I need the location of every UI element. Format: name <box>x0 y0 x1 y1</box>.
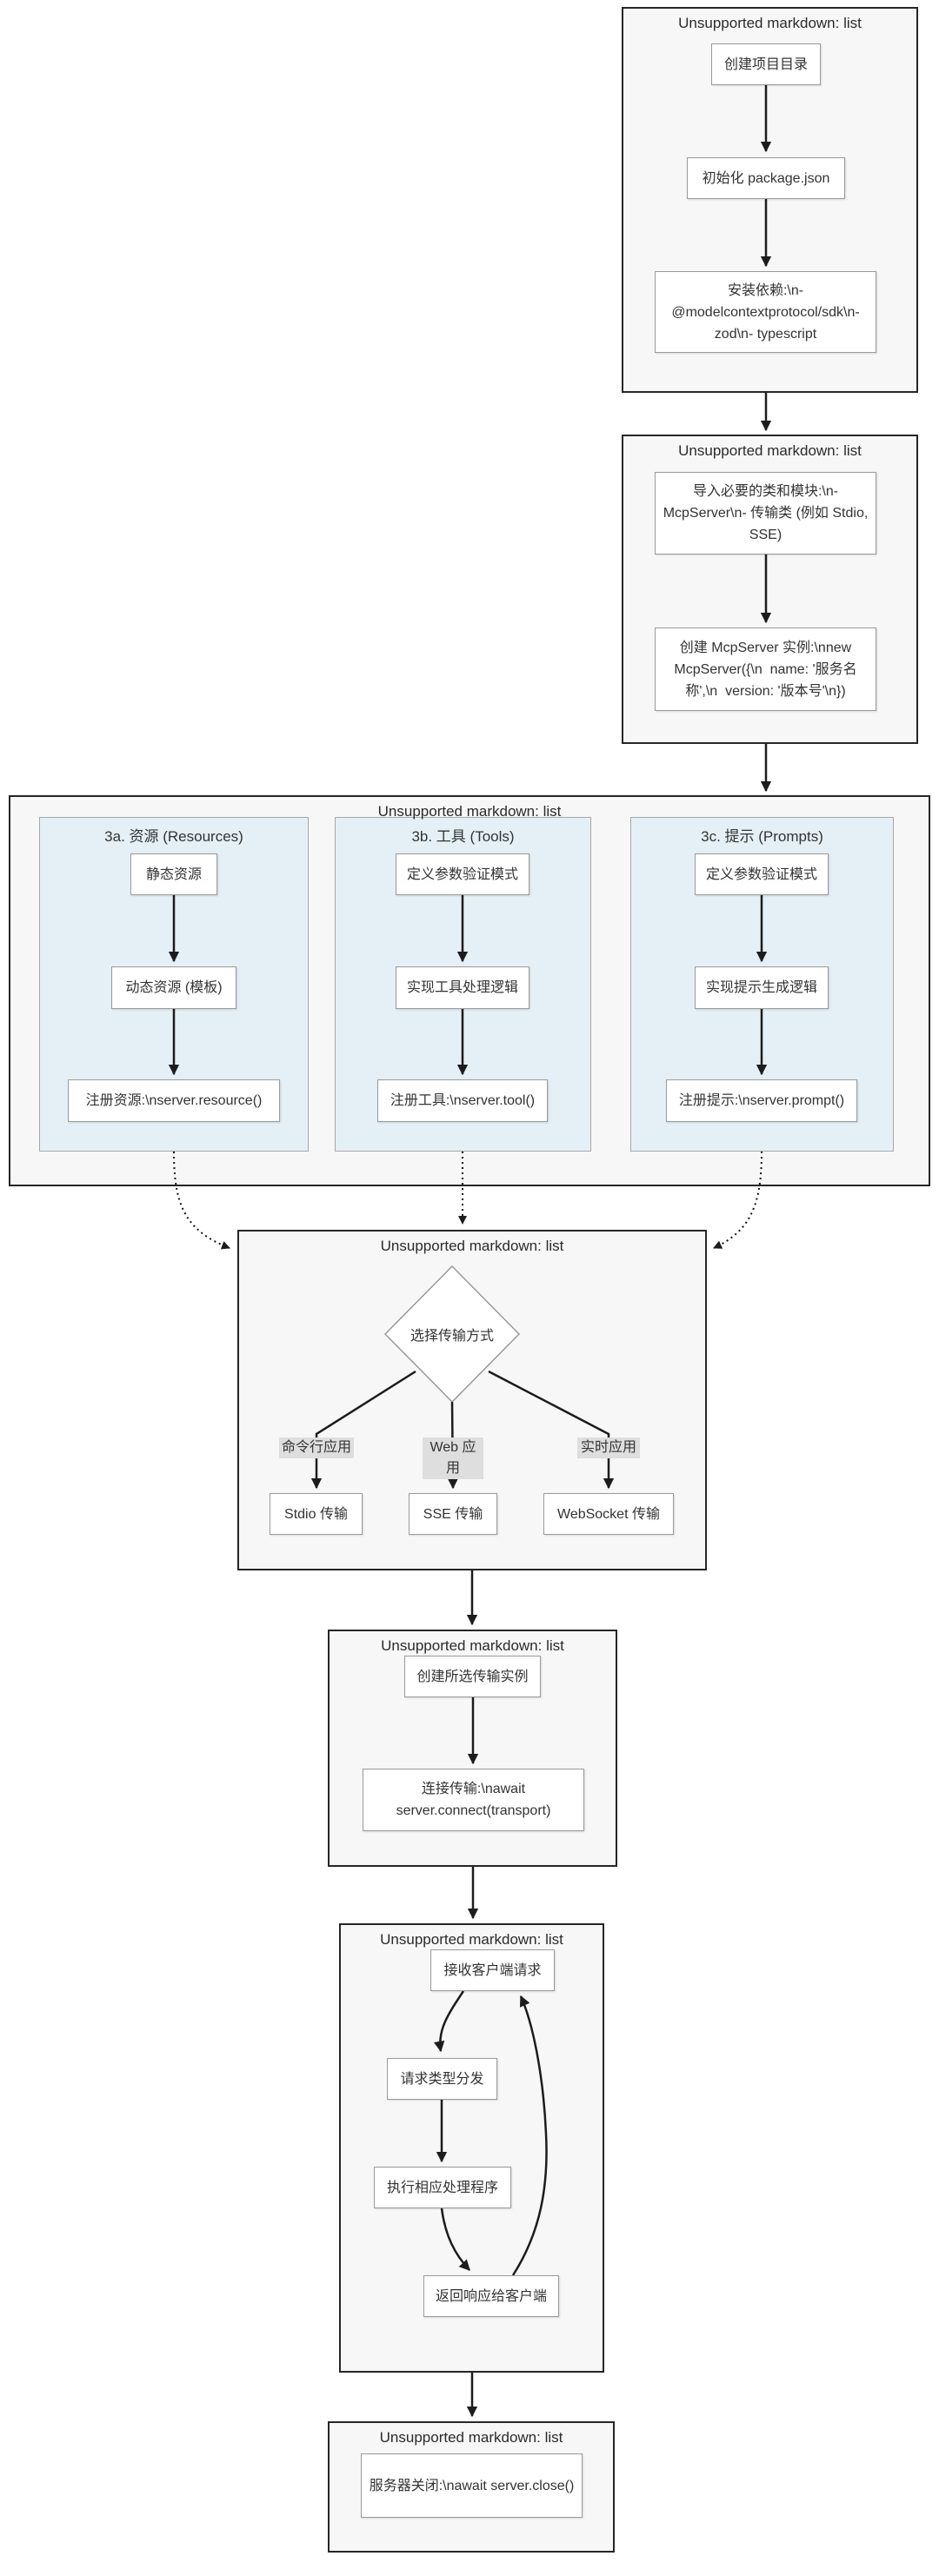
edge-label-cli-app: 命令行应用 <box>279 1437 354 1458</box>
node-dispatch-request-type: 请求类型分发 <box>387 2058 497 2100</box>
node-define-param-schema-prompts: 定义参数验证模式 <box>695 853 829 895</box>
node-create-project-dir: 创建项目目录 <box>711 43 821 85</box>
edge-label-realtime-app: 实时应用 <box>577 1437 640 1458</box>
node-install-dependencies: 安装依赖:\n- @modelcontextprotocol/sdk\n- zo… <box>655 271 876 353</box>
node-connect-transport: 连接传输:\nawait server.connect(transport) <box>363 1769 584 1831</box>
node-receive-client-request: 接收客户端请求 <box>430 1949 555 1991</box>
node-define-param-schema-tools: 定义参数验证模式 <box>396 853 529 895</box>
node-server-close: 服务器关闭:\nawait server.close() <box>361 2453 583 2518</box>
section-title: Unsupported markdown: list <box>678 442 862 459</box>
subgraph-title-prompts: 3c. 提示 (Prompts) <box>701 828 823 845</box>
section-title: Unsupported markdown: list <box>380 1931 563 1948</box>
node-init-package-json: 初始化 package.json <box>687 157 845 199</box>
node-create-mcpserver-instance: 创建 McpServer 实例:\nnew McpServer({\n name… <box>655 627 876 711</box>
node-return-response: 返回响应给客户端 <box>423 2275 559 2317</box>
node-websocket-transport: WebSocket 传输 <box>543 1493 674 1535</box>
node-register-prompt: 注册提示:\nserver.prompt() <box>666 1079 857 1122</box>
node-register-tool: 注册工具:\nserver.tool() <box>377 1079 548 1122</box>
section-title: Unsupported markdown: list <box>381 1637 564 1654</box>
decision-choose-transport: 选择传输方式 <box>410 1329 494 1344</box>
node-implement-tool-logic: 实现工具处理逻辑 <box>396 966 529 1009</box>
node-dynamic-resources: 动态资源 (模板) <box>111 966 236 1009</box>
section-title: Unsupported markdown: list <box>678 15 862 31</box>
node-static-resources: 静态资源 <box>130 853 217 895</box>
node-register-resource: 注册资源:\nserver.resource() <box>68 1079 280 1122</box>
subgraph-title-tools: 3b. 工具 (Tools) <box>411 828 515 845</box>
edge-label-web-app: Web 应用 <box>423 1437 483 1479</box>
node-execute-handler: 执行相应处理程序 <box>374 2167 511 2208</box>
section-title: Unsupported markdown: list <box>379 2429 563 2446</box>
node-create-transport-instance: 创建所选传输实例 <box>404 1656 541 1697</box>
node-stdio-transport: Stdio 传输 <box>270 1493 363 1535</box>
section-title: Unsupported markdown: list <box>380 1238 564 1254</box>
node-import-classes: 导入必要的类和模块:\n- McpServer\n- 传输类 (例如 Stdio… <box>655 472 876 554</box>
subgraph-title-resources: 3a. 资源 (Resources) <box>104 828 243 845</box>
node-sse-transport: SSE 传输 <box>409 1493 497 1535</box>
node-implement-prompt-logic: 实现提示生成逻辑 <box>695 966 829 1009</box>
section-title: Unsupported markdown: list <box>377 803 562 820</box>
